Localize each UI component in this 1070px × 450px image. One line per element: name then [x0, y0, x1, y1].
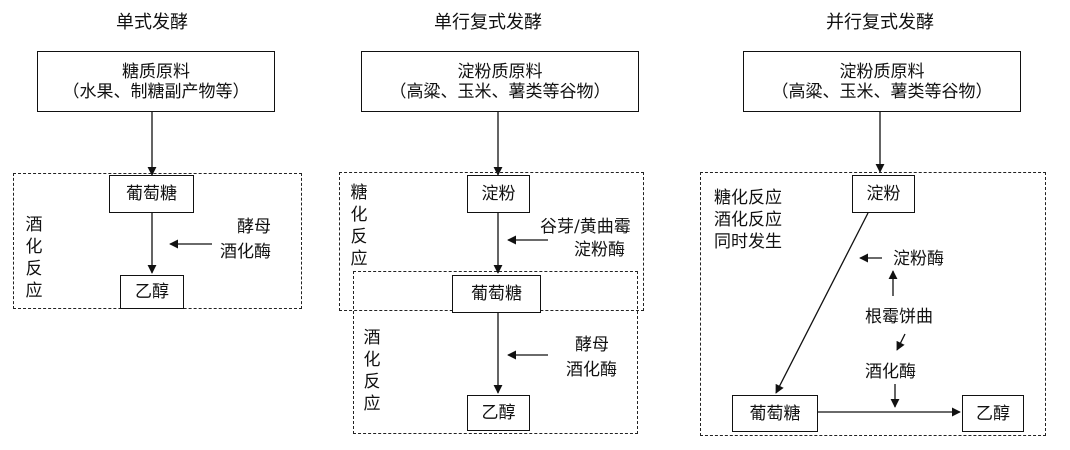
agent-rhizopus-qu-label: 根霉饼曲: [865, 307, 933, 327]
column-title-parallel-compound: 并行复式发酵: [826, 12, 934, 33]
ethanol-box: 乙醇: [467, 395, 530, 431]
arrow-agent-to-zymase-3: [896, 333, 906, 351]
enzyme-yeast-label: 酵母: [575, 335, 609, 355]
enzyme-zymase-label: 酒化酶: [865, 362, 916, 382]
enzyme-yeast-label: 酵母: [237, 217, 271, 237]
fermentation-region: [353, 271, 638, 434]
simultaneous-reaction-region: [700, 172, 1046, 436]
source-name: 淀粉质原料: [457, 61, 543, 82]
region-label-fermentation: 酒化反应: [363, 328, 381, 414]
source-name: 糖质原料: [122, 61, 190, 82]
arrow-starch-to-glucose-3: [775, 212, 869, 394]
source-examples: （高粱、玉米、薯类等谷物）: [389, 81, 611, 102]
enzyme-amylase-label: 淀粉酶: [574, 240, 625, 260]
column-title-single: 单式发酵: [116, 12, 188, 33]
enzyme-zymase-label: 酒化酶: [220, 242, 271, 262]
glucose-box: 葡萄糖: [452, 275, 541, 313]
ethanol-box: 乙醇: [120, 275, 184, 309]
enzyme-amylase-label: 淀粉酶: [893, 249, 944, 269]
enzyme-source-label: 谷芽/黄曲霉: [540, 217, 631, 237]
starch-box: 淀粉: [467, 175, 530, 213]
source-examples: （水果、制糖副产物等）: [62, 81, 250, 102]
source-box-sugar: 糖质原料 （水果、制糖副产物等）: [37, 51, 275, 112]
ethanol-box: 乙醇: [962, 395, 1024, 432]
glucose-box: 葡萄糖: [109, 175, 194, 213]
column-title-sequential-compound: 单行复式发酵: [434, 12, 542, 33]
glucose-box: 葡萄糖: [732, 395, 818, 432]
region-label-saccharification: 糖化反应: [350, 183, 368, 269]
starch-box: 淀粉: [852, 175, 915, 213]
source-box-starch: 淀粉质原料 （高粱、玉米、薯类等谷物）: [743, 51, 1021, 112]
note-fermentation: 酒化反应: [714, 210, 782, 230]
enzyme-zymase-label: 酒化酶: [566, 360, 617, 380]
source-name: 淀粉质原料: [839, 61, 925, 82]
note-saccharification: 糖化反应: [714, 188, 782, 208]
source-examples: （高粱、玉米、薯类等谷物）: [771, 81, 993, 102]
source-box-starch: 淀粉质原料 （高粱、玉米、薯类等谷物）: [361, 51, 639, 112]
region-label-fermentation: 酒化反应: [25, 215, 43, 301]
note-simultaneous: 同时发生: [714, 232, 782, 252]
